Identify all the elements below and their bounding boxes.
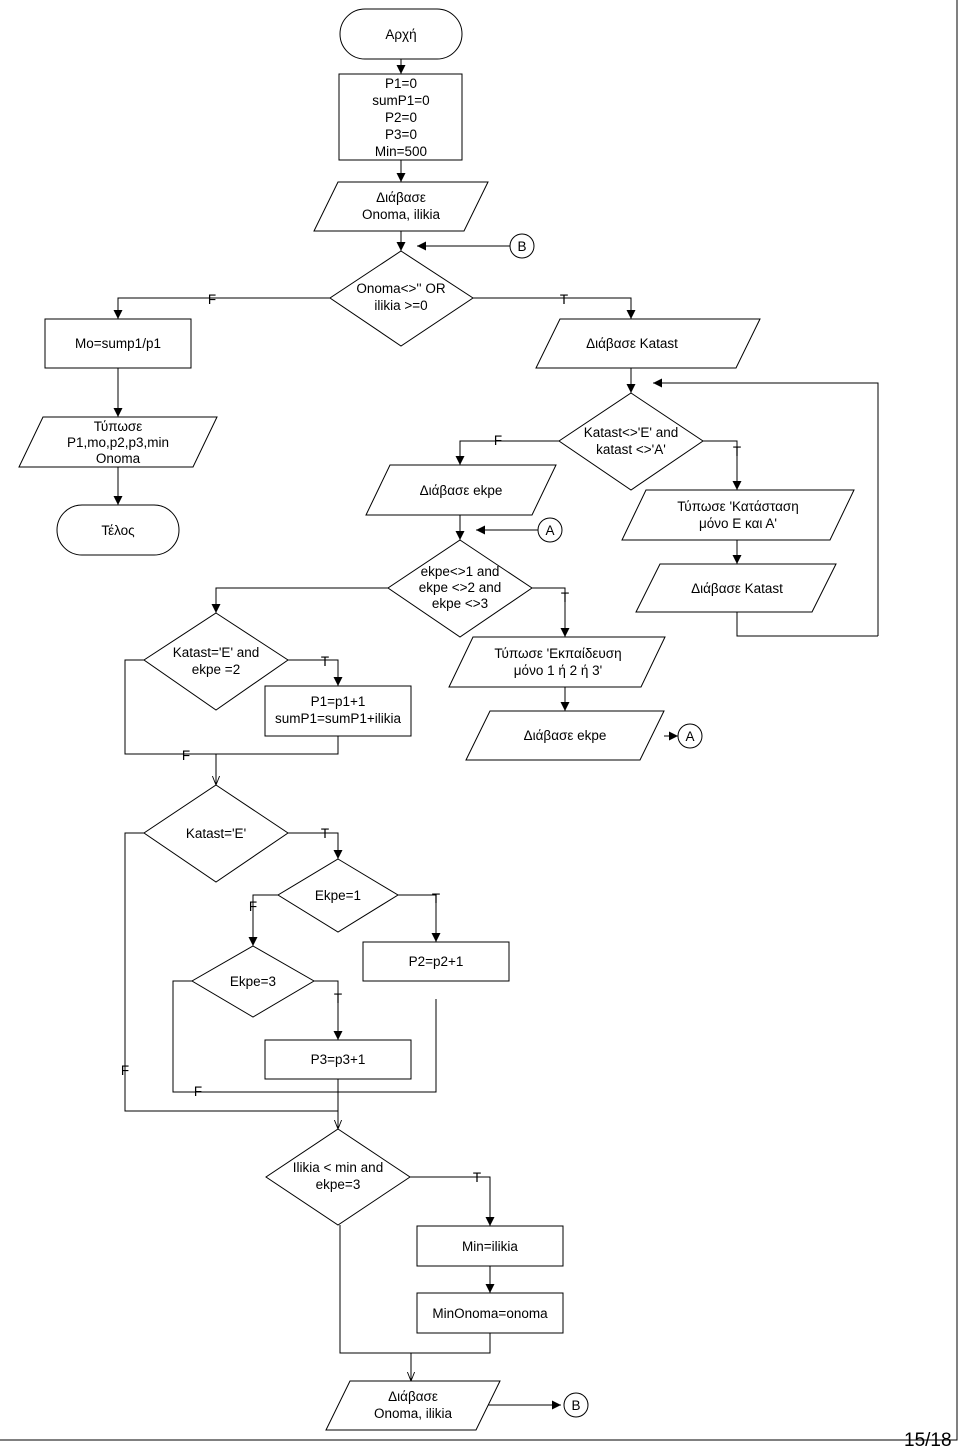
svg-text:Διάβασε ekpe: Διάβασε ekpe bbox=[420, 483, 503, 498]
printKatast-line-1: Τύπωσε 'Κατάσταση bbox=[677, 499, 799, 514]
p1-increment-process: P1=p1+1 sumP1=sumP1+ilikia bbox=[264, 685, 412, 737]
svg-text:Mo=sump1/p1: Mo=sump1/p1 bbox=[75, 336, 161, 351]
decision-min-age: Ilikia < min and ekpe=3 bbox=[265, 1128, 411, 1226]
connector-b-bottom: B bbox=[563, 1392, 589, 1418]
decision-ekpe-3: Ekpe=3 bbox=[191, 945, 315, 1018]
svg-text:Ekpe=3: Ekpe=3 bbox=[230, 974, 276, 989]
reread-ekpe-parallelogram: Διάβασε ekpe bbox=[465, 710, 665, 761]
svg-text:Διάβασε ekpe: Διάβασε ekpe bbox=[524, 728, 607, 743]
p2-increment-process: P2=p2+1 bbox=[362, 941, 510, 982]
connector-a-source: A bbox=[677, 723, 703, 749]
print1-line-3: Onoma bbox=[96, 451, 141, 466]
svg-text:Τέλος: Τέλος bbox=[101, 523, 135, 538]
edge-label-c6-false: F bbox=[194, 1084, 202, 1099]
read-ekpe-parallelogram: Διάβασε ekpe bbox=[365, 464, 557, 516]
print1-line-1: Τύπωσε bbox=[94, 419, 142, 434]
mo-process: Mo=sump1/p1 bbox=[44, 318, 192, 369]
edge-label-ck-true: T bbox=[733, 444, 741, 459]
condKatast-line-1: Katast<>'E' and bbox=[584, 425, 678, 440]
min-onoma-process: MinOnoma=onoma bbox=[416, 1292, 564, 1334]
decision-ekpe-1: Ekpe=1 bbox=[277, 858, 399, 933]
edge-label-c6-true: T bbox=[334, 991, 342, 1006]
read-katast-parallelogram: Διάβασε Katast bbox=[535, 318, 761, 369]
edges bbox=[113, 59, 879, 1410]
svg-text:P3=p3+1: P3=p3+1 bbox=[311, 1052, 366, 1067]
init-line-3: P2=0 bbox=[385, 110, 417, 125]
edge-label-c1-true: T bbox=[560, 292, 568, 307]
printEkpe-line-2: μόνο 1 ή 2 ή 3' bbox=[514, 663, 602, 678]
edge-label-c5-true: T bbox=[432, 891, 440, 906]
read1-line-1: Διάβασε bbox=[376, 190, 426, 205]
connector-a-target: A bbox=[537, 517, 563, 543]
init-line-1: P1=0 bbox=[385, 76, 417, 91]
p1inc-line-2: sumP1=sumP1+ilikia bbox=[275, 711, 402, 726]
condEkpe-line-3: ekpe <>3 bbox=[432, 596, 488, 611]
edge-label-ce-true: T bbox=[561, 590, 569, 605]
cond3-line-2: ekpe =2 bbox=[192, 662, 240, 677]
connector-b-top: B bbox=[509, 233, 535, 259]
reread-katast-parallelogram: Διάβασε Katast bbox=[635, 563, 837, 613]
svg-text:Διάβασε Katast: Διάβασε Katast bbox=[586, 336, 678, 351]
print-ekpe-error-parallelogram: Τύπωσε 'Εκπαίδευση μόνο 1 ή 2 ή 3' bbox=[448, 636, 666, 688]
edge-label-c4-false: F bbox=[121, 1063, 129, 1078]
start-terminator: Αρχή bbox=[339, 8, 463, 60]
condKatast-line-2: katast <>'A' bbox=[596, 442, 666, 457]
start-label: Αρχή bbox=[385, 27, 416, 42]
printEkpe-line-1: Τύπωσε 'Εκπαίδευση bbox=[494, 646, 621, 661]
cond7-line-1: Ilikia < min and bbox=[293, 1160, 383, 1175]
read3-line-2: Onoma, ilikia bbox=[374, 1406, 453, 1421]
read3-line-1: Διάβασε bbox=[388, 1389, 438, 1404]
min-set-process: Min=ilikia bbox=[416, 1225, 564, 1267]
cond1-line-1: Onoma<>'' OR bbox=[356, 281, 445, 296]
edge-label-c3-true: T bbox=[321, 654, 329, 669]
read-input-parallelogram: Διάβασε Onoma, ilikia bbox=[313, 181, 489, 232]
cond7-line-2: ekpe=3 bbox=[316, 1177, 361, 1192]
init-line-5: Min=500 bbox=[375, 144, 427, 159]
condEkpe-line-1: ekpe<>1 and bbox=[421, 564, 500, 579]
reread-input-parallelogram: Διάβασε Onoma, ilikia bbox=[325, 1380, 501, 1431]
end-terminator: Τέλος bbox=[56, 504, 180, 556]
svg-text:Ekpe=1: Ekpe=1 bbox=[315, 888, 361, 903]
edge-label-c1-false: F bbox=[208, 292, 216, 307]
svg-text:A: A bbox=[545, 523, 554, 538]
edge-label-c4-true: T bbox=[321, 826, 329, 841]
read1-line-2: Onoma, ilikia bbox=[362, 207, 441, 222]
svg-text:MinOnoma=onoma: MinOnoma=onoma bbox=[432, 1306, 548, 1321]
edge-label-ck-false: F bbox=[494, 433, 502, 448]
edge-label-c3-false: F bbox=[182, 748, 190, 763]
init-line-4: P3=0 bbox=[385, 127, 417, 142]
init-line-2: sumP1=0 bbox=[372, 93, 429, 108]
svg-text:Διάβασε Katast: Διάβασε Katast bbox=[691, 581, 783, 596]
edge-label-c7-true: T bbox=[473, 1170, 481, 1185]
edge-labels: F T F T T T F T F F T T F T bbox=[121, 292, 741, 1185]
decision-katast-e-ekpe-2: Katast='E' and ekpe =2 bbox=[143, 612, 289, 711]
p3-increment-process: P3=p3+1 bbox=[264, 1039, 412, 1080]
svg-text:A: A bbox=[685, 729, 694, 744]
svg-text:Min=ilikia: Min=ilikia bbox=[462, 1239, 518, 1254]
svg-text:Katast='E': Katast='E' bbox=[186, 826, 246, 841]
print-katast-error-parallelogram: Τύπωσε 'Κατάσταση μόνο Ε και Α' bbox=[621, 489, 855, 541]
print1-line-2: P1,mo,p2,p3,min bbox=[67, 435, 169, 450]
decision-katast-e: Katast='E' bbox=[143, 784, 289, 883]
svg-text:B: B bbox=[517, 239, 526, 254]
cond1-line-2: ilikia >=0 bbox=[374, 298, 427, 313]
print-results-parallelogram: Τύπωσε P1,mo,p2,p3,min Onoma bbox=[18, 416, 218, 468]
edge-label-c5-false: F bbox=[249, 899, 257, 914]
printKatast-line-2: μόνο Ε και Α' bbox=[699, 516, 777, 531]
page-number: 15/18 bbox=[904, 1430, 952, 1447]
decision-onoma-ilikia: Onoma<>'' OR ilikia >=0 bbox=[329, 250, 474, 347]
decision-katast-valid: Katast<>'E' and katast <>'A' bbox=[558, 392, 704, 491]
p1inc-line-1: P1=p1+1 bbox=[311, 694, 366, 709]
svg-text:B: B bbox=[571, 1398, 580, 1413]
init-process: P1=0 sumP1=0 P2=0 P3=0 Min=500 bbox=[338, 73, 463, 161]
cond3-line-1: Katast='E' and bbox=[173, 645, 260, 660]
decision-ekpe-valid: ekpe<>1 and ekpe <>2 and ekpe <>3 bbox=[387, 539, 533, 638]
svg-text:P2=p2+1: P2=p2+1 bbox=[409, 954, 464, 969]
condEkpe-line-2: ekpe <>2 and bbox=[419, 580, 502, 595]
